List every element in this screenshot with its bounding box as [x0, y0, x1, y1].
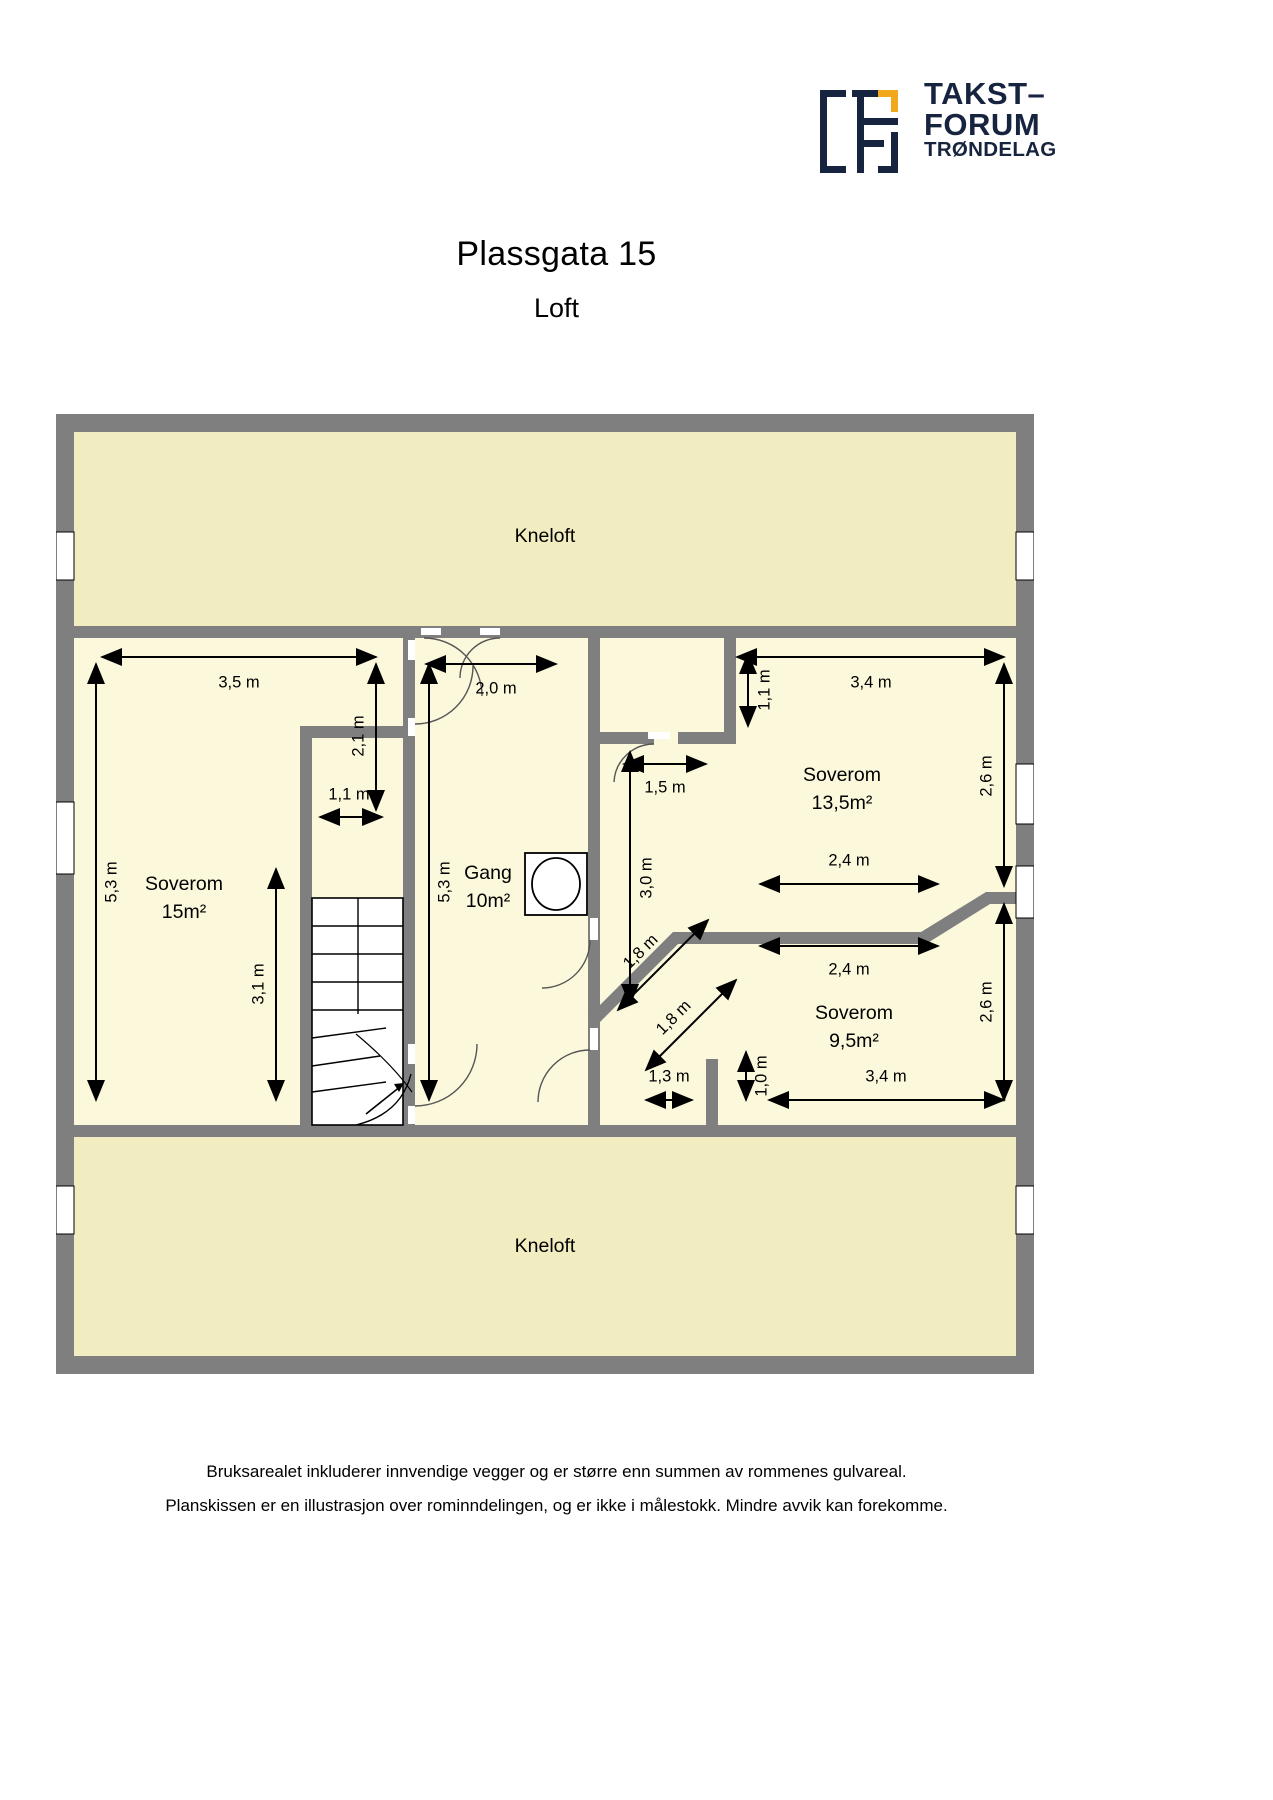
dim-2-1: 2,1 m [349, 662, 385, 812]
footer-line-2: Planskissen er en illustrasjon over romi… [165, 1496, 948, 1515]
room-area-gang: 10m² [466, 890, 511, 912]
dim-3-1: 3,1 m [249, 867, 285, 1102]
dim-2-6-top: 2,6 m [977, 662, 1013, 888]
kneloft-top-divider-wall [74, 626, 1016, 638]
svg-text:2,4 m: 2,4 m [828, 851, 869, 869]
brand-wordmark: TAKST– FORUM TRØNDELAG [924, 76, 1057, 178]
svg-text:3,0 m: 3,0 m [637, 857, 655, 898]
window-right-mid-upper [1015, 763, 1034, 825]
svg-text:1,5 m: 1,5 m [644, 778, 685, 796]
wall-diagonal-soverom-split [591, 892, 1016, 1022]
brand-line-2: FORUM [924, 107, 1041, 142]
svg-text:2,4 m: 2,4 m [828, 960, 869, 978]
dim-1-1-top: 1,1 m [739, 652, 773, 728]
door-gang-bottom [460, 1117, 500, 1125]
room-area-soverom-15: 15m² [162, 901, 207, 923]
dim-3-4-bot: 3,4 m [767, 1067, 1006, 1109]
window-right-bottom [1015, 1185, 1034, 1235]
room-label-kneloft-top: Kneloft [515, 525, 576, 547]
svg-text:2,1 m: 2,1 m [349, 715, 367, 756]
wall-stair-right [403, 738, 415, 1125]
floor-plan-svg: Kneloft Soverom 15m² Gang 10m² Soverom 1… [56, 414, 1034, 1374]
window-left-bottom [56, 1185, 75, 1235]
room-label-gang: Gang [464, 862, 512, 884]
room-area-soverom-95: 9,5m² [829, 1030, 879, 1052]
svg-text:2,6 m: 2,6 m [977, 981, 995, 1022]
dim-1-0: 1,0 m [737, 1050, 770, 1102]
dim-1-1-left: 1,1 m [318, 785, 384, 826]
kneloft-bottom-divider-wall [74, 1125, 1016, 1137]
brand-logo: TAKST– FORUM TRØNDELAG [816, 78, 1056, 178]
svg-text:1,1 m: 1,1 m [755, 669, 773, 710]
dim-3-5: 3,5 m [100, 648, 378, 691]
wall-gang-right [588, 638, 600, 1125]
brand-line-1: TAKST– [924, 76, 1046, 111]
svg-text:2,6 m: 2,6 m [977, 755, 995, 796]
room-label-kneloft-bottom: Kneloft [515, 1235, 576, 1257]
wall-stair-top [300, 726, 415, 738]
footer-line-1: Bruksarealet inkluderer innvendige vegge… [206, 1462, 907, 1481]
dim-2-0: 2,0 m [424, 655, 558, 697]
dim-3-4-top: 3,4 m [735, 648, 1006, 691]
svg-text:3,4 m: 3,4 m [850, 673, 891, 691]
brand-line-3: TRØNDELAG [924, 138, 1057, 161]
door-stair-bottom [408, 1043, 478, 1124]
svg-text:3,1 m: 3,1 m [249, 963, 267, 1004]
svg-text:5,3 m: 5,3 m [102, 861, 120, 902]
floor-plan: Kneloft Soverom 15m² Gang 10m² Soverom 1… [56, 414, 1034, 1374]
wall-stair-left [300, 726, 312, 1125]
room-label-soverom-95: Soverom [815, 1002, 893, 1024]
dim-2-4-lower: 2,4 m [758, 937, 940, 978]
kneloft-bottom-floor [74, 1137, 1016, 1356]
dim-5-3-left: 5,3 m [87, 662, 120, 1102]
dim-1-3: 1,3 m [644, 1067, 694, 1109]
wall-closet-bottom-right [678, 732, 736, 744]
svg-text:3,5 m: 3,5 m [218, 673, 259, 691]
staircase [311, 897, 413, 1126]
dim-5-3-mid: 5,3 m [420, 662, 453, 1102]
room-label-soverom-135: Soverom [803, 764, 881, 786]
door-gang-to-soverom135 [541, 918, 598, 989]
svg-text:2,4 m: 2,4 m [828, 960, 869, 978]
svg-text:1,3 m: 1,3 m [648, 1067, 689, 1085]
wall-closet-bottom-left [600, 732, 654, 744]
page-title: Plassgata 15 [456, 235, 657, 273]
room-label-soverom-15: Soverom [145, 873, 223, 895]
svg-text:5,3 m: 5,3 m [435, 861, 453, 902]
wall-closet-right [724, 638, 736, 744]
svg-text:2,0 m: 2,0 m [475, 679, 516, 697]
footer-disclaimer: Bruksarealet inkluderer innvendige vegge… [0, 1455, 1113, 1523]
window-right-mid-lower [1015, 865, 1034, 919]
round-fixture [524, 852, 588, 916]
takstforum-mark-icon [816, 82, 908, 174]
window-left-mid [56, 801, 75, 875]
window-right-top [1015, 531, 1034, 581]
wall-soverom95-left [706, 1059, 718, 1125]
svg-text:1,0 m: 1,0 m [752, 1055, 770, 1096]
svg-text:3,4 m: 3,4 m [865, 1067, 906, 1085]
svg-text:1,1 m: 1,1 m [328, 785, 369, 803]
dim-2-4-upper: 2,4 m [758, 851, 940, 893]
door-gang-to-soverom95 [537, 1028, 598, 1103]
dim-2-6-bot: 2,6 m [977, 902, 1013, 1102]
room-area-soverom-135: 13,5m² [812, 792, 873, 814]
kneloft-top-floor [74, 432, 1016, 632]
window-left-top [56, 531, 75, 581]
page-subtitle: Loft [533, 293, 580, 323]
